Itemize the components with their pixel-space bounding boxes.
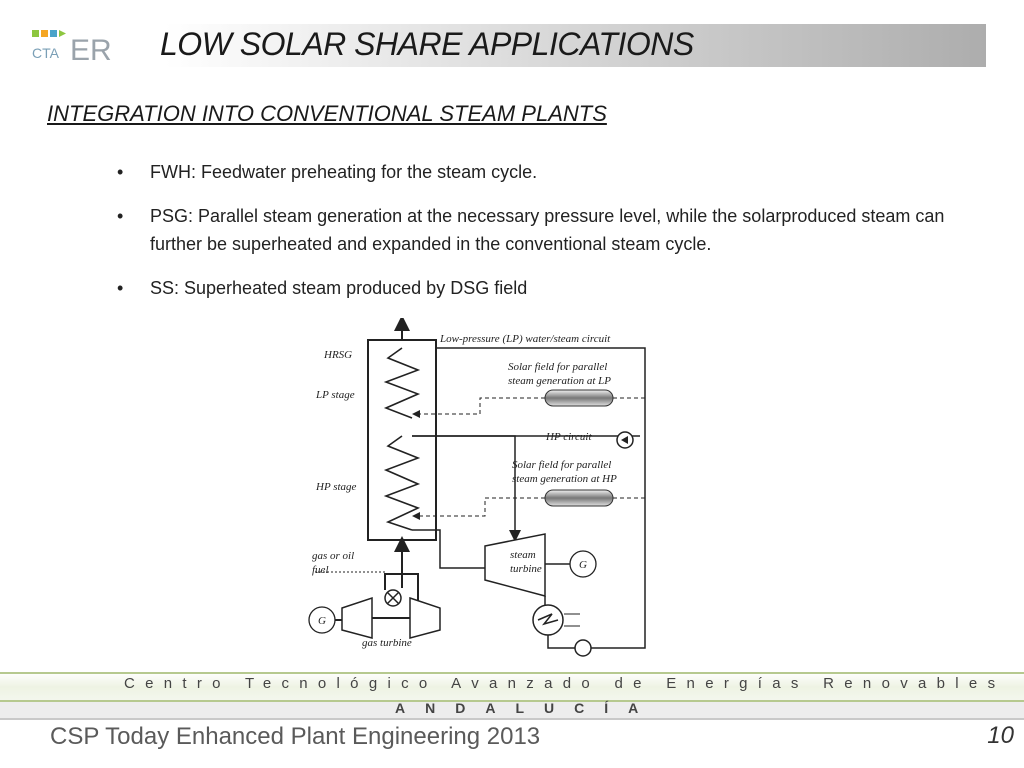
- footer-divider: [0, 700, 1024, 702]
- label-fuel-1: gas or oil: [312, 550, 354, 562]
- svg-text:ER: ER: [70, 34, 112, 66]
- footer-region: ANDALUCÍA: [395, 700, 659, 716]
- bullet-marker: •: [117, 162, 124, 182]
- label-gas-generator: G: [318, 615, 326, 627]
- slide-title: LOW SOLAR SHARE APPLICATIONS: [160, 26, 694, 62]
- page-number: 10: [987, 722, 1014, 749]
- footer-event: CSP Today Enhanced Plant Engineering 201…: [50, 723, 541, 750]
- label-lp-stage: LP stage: [315, 389, 355, 401]
- label-fuel-2: fuel: [312, 564, 329, 576]
- footer-divider: [0, 672, 1024, 674]
- label-solar-hp-2: steam generation at HP: [512, 473, 617, 485]
- section-subtitle: INTEGRATION INTO CONVENTIONAL STEAM PLAN…: [47, 101, 607, 126]
- bullet-item: • FWH: Feedwater preheating for the stea…: [117, 158, 980, 186]
- footer-band-lower: [0, 702, 1024, 718]
- label-solar-lp-2: steam generation at LP: [508, 375, 611, 387]
- label-gas-turbine: gas turbine: [362, 637, 412, 649]
- svg-text:CTA: CTA: [32, 45, 60, 61]
- title-bar: [20, 24, 986, 67]
- bullet-list: • FWH: Feedwater preheating for the stea…: [117, 158, 980, 318]
- hrsg-box: [367, 339, 437, 541]
- label-hp-circuit: HP circuit: [545, 431, 592, 443]
- bullet-marker: •: [117, 206, 124, 226]
- bullet-text: FWH: Feedwater preheating for the steam …: [150, 162, 538, 182]
- label-hp-stage: HP stage: [315, 481, 357, 493]
- bullet-marker: •: [117, 278, 124, 298]
- steam-plant-diagram: HRSG LP stage HP stage Low-pressure (LP)…: [308, 318, 646, 657]
- label-solar-lp-1: Solar field for parallel: [508, 361, 607, 373]
- ctaer-logo: CTA ER: [32, 30, 112, 66]
- lp-coil: [383, 347, 421, 419]
- footer-divider: [0, 718, 1024, 720]
- condensate-pump-icon: [574, 639, 592, 657]
- solar-hp-collector-icon: [544, 489, 614, 507]
- label-hrsg: HRSG: [323, 349, 352, 361]
- label-steam-turbine-1: steam: [510, 549, 536, 561]
- hp-coil: [383, 435, 421, 531]
- bullet-text: SS: Superheated steam produced by DSG fi…: [150, 278, 528, 298]
- bullet-item: • PSG: Parallel steam generation at the …: [117, 202, 980, 258]
- label-steam-turbine-2: turbine: [510, 563, 542, 575]
- footer-band: [0, 672, 1024, 702]
- label-steam-generator: G: [579, 559, 587, 571]
- gas-turbine-icon: [409, 596, 441, 639]
- bullet-text: PSG: Parallel steam generation at the ne…: [150, 206, 945, 254]
- footer-organization: Centro Tecnológico Avanzado de Energías …: [124, 675, 1006, 692]
- bullet-item: • SS: Superheated steam produced by DSG …: [117, 274, 980, 302]
- compressor-icon: [341, 596, 373, 639]
- label-lp-circuit: Low-pressure (LP) water/steam circuit: [439, 333, 611, 345]
- solar-lp-collector-icon: [544, 389, 614, 407]
- label-solar-hp-1: Solar field for parallel: [512, 459, 611, 471]
